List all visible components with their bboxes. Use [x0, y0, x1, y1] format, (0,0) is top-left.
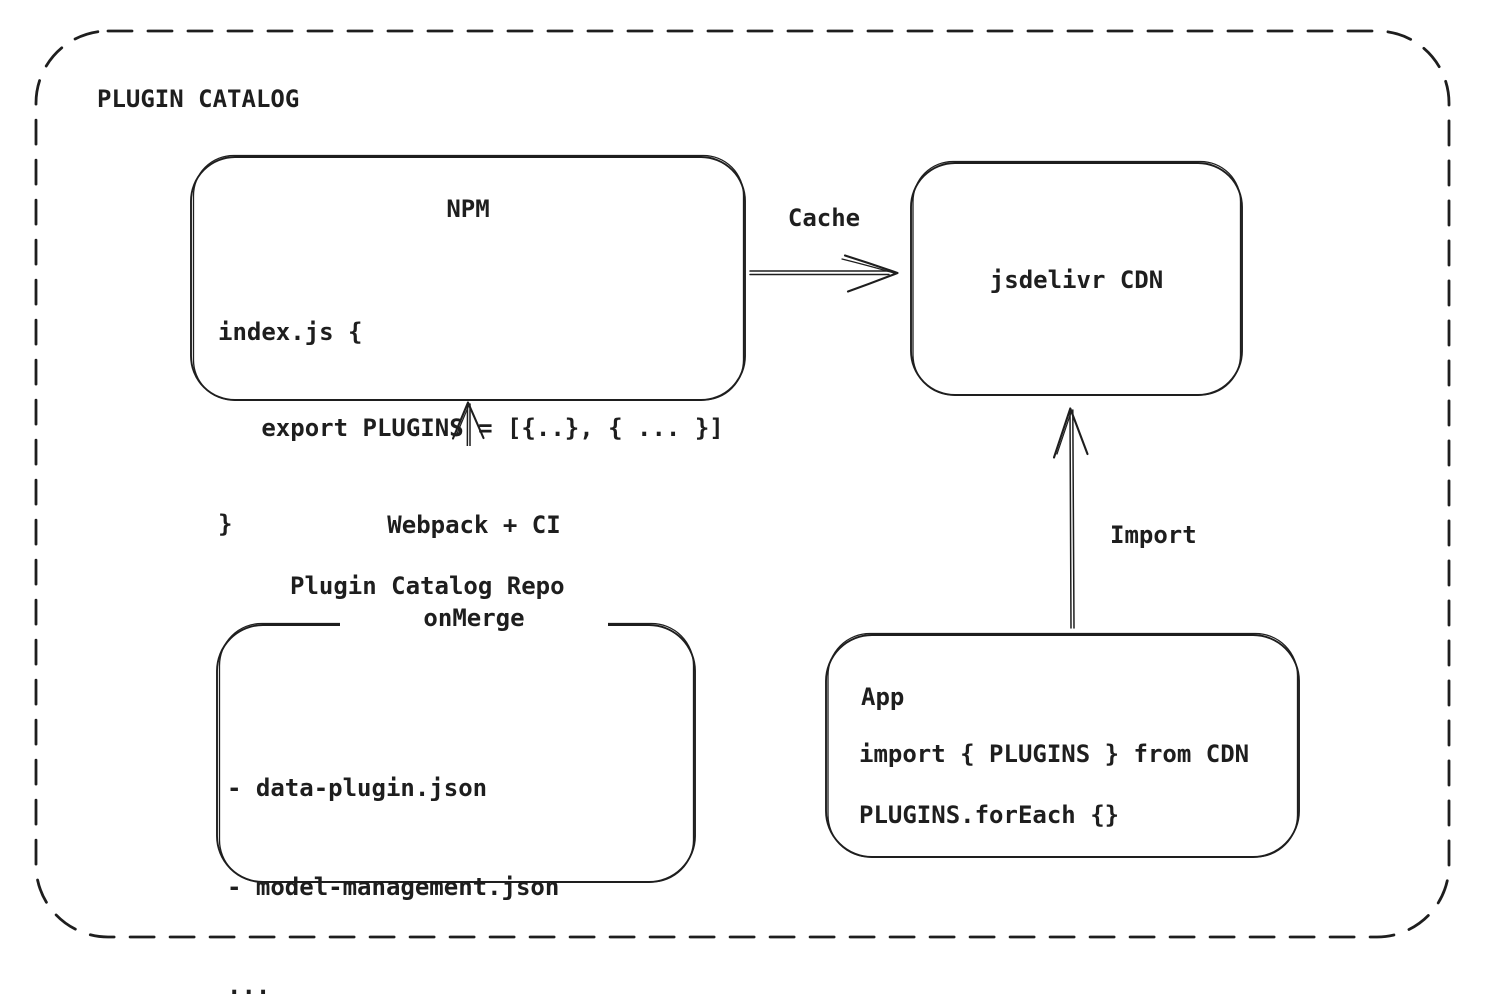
npm-code-block: index.js { export PLUGINS = [{..}, { ...…: [218, 252, 724, 604]
import-arrow: [1052, 407, 1089, 629]
app-node-box: [825, 632, 1300, 858]
npm-code-line-1: index.js {: [218, 318, 363, 346]
npm-code-line-2: export PLUGINS = [{..}, { ... }]: [218, 414, 724, 442]
cdn-node-label: jsdelivr CDN: [989, 266, 1164, 294]
cache-arrow: [749, 254, 899, 293]
build-arrow-label: Webpack + CI onMerge: [340, 446, 608, 698]
app-node-title: App: [861, 683, 905, 711]
repo-file-item-3: ...: [227, 972, 271, 1000]
app-code-line-2: PLUGINS.forEach {}: [859, 801, 1120, 829]
app-code-line-1: import { PLUGINS } from CDN: [859, 740, 1250, 768]
build-arrow-label-line-2: onMerge: [423, 604, 525, 632]
npm-node-title: NPM: [446, 195, 490, 223]
repo-file-item-1: - data-plugin.json: [227, 774, 488, 802]
cache-arrow-label: Cache: [787, 204, 861, 232]
frame-title: PLUGIN CATALOG: [97, 85, 300, 113]
repo-node-label: Plugin Catalog Repo: [290, 572, 565, 600]
build-arrow-label-line-1: Webpack + CI: [387, 511, 561, 539]
npm-code-line-3: }: [218, 510, 233, 538]
repo-file-item-2: - model-management.json: [227, 873, 560, 901]
cdn-node-box: [910, 160, 1243, 396]
plugin-catalog-frame-border: [34, 29, 1451, 939]
npm-node-box: [190, 154, 746, 401]
repo-file-list: - data-plugin.json - model-management.js…: [227, 706, 559, 1002]
import-arrow-label: Import: [1110, 521, 1197, 549]
